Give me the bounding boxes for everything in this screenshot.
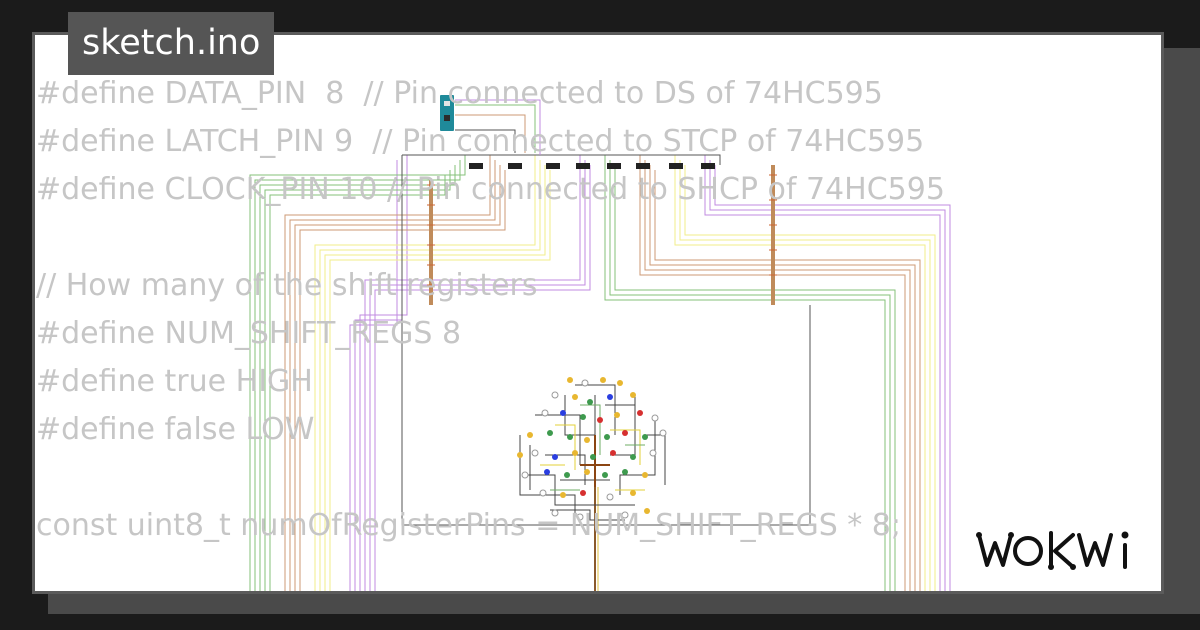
code-line: #define NUM_SHIFT_REGS 8 (36, 316, 462, 351)
code-line: #define LATCH_PIN 9 // Pin connected to … (36, 124, 925, 159)
circuit-diagram (249, 95, 951, 591)
code-line (36, 214, 945, 262)
code-line: #define DATA_PIN 8 // Pin connected to D… (36, 76, 883, 111)
wokwi-logo (976, 531, 1129, 570)
preview-card (32, 32, 1164, 594)
led-tree-diagram (517, 377, 667, 521)
code-line (36, 454, 945, 502)
code-line: const uint8_t numOfRegisterPins = NUM_SH… (36, 508, 902, 543)
arduino-nano-board-icon (440, 95, 454, 131)
code-line: #define true HIGH (36, 364, 313, 399)
file-tab-title[interactable]: sketch.ino (68, 12, 275, 75)
code-line: #define CLOCK_PIN 10 // Pin connected to… (36, 172, 945, 207)
code-editor: #define DATA_PIN 8 // Pin connected to D… (36, 70, 945, 550)
code-line: // How many of the shift registers (36, 268, 538, 303)
code-line: #define false LOW (36, 412, 315, 447)
